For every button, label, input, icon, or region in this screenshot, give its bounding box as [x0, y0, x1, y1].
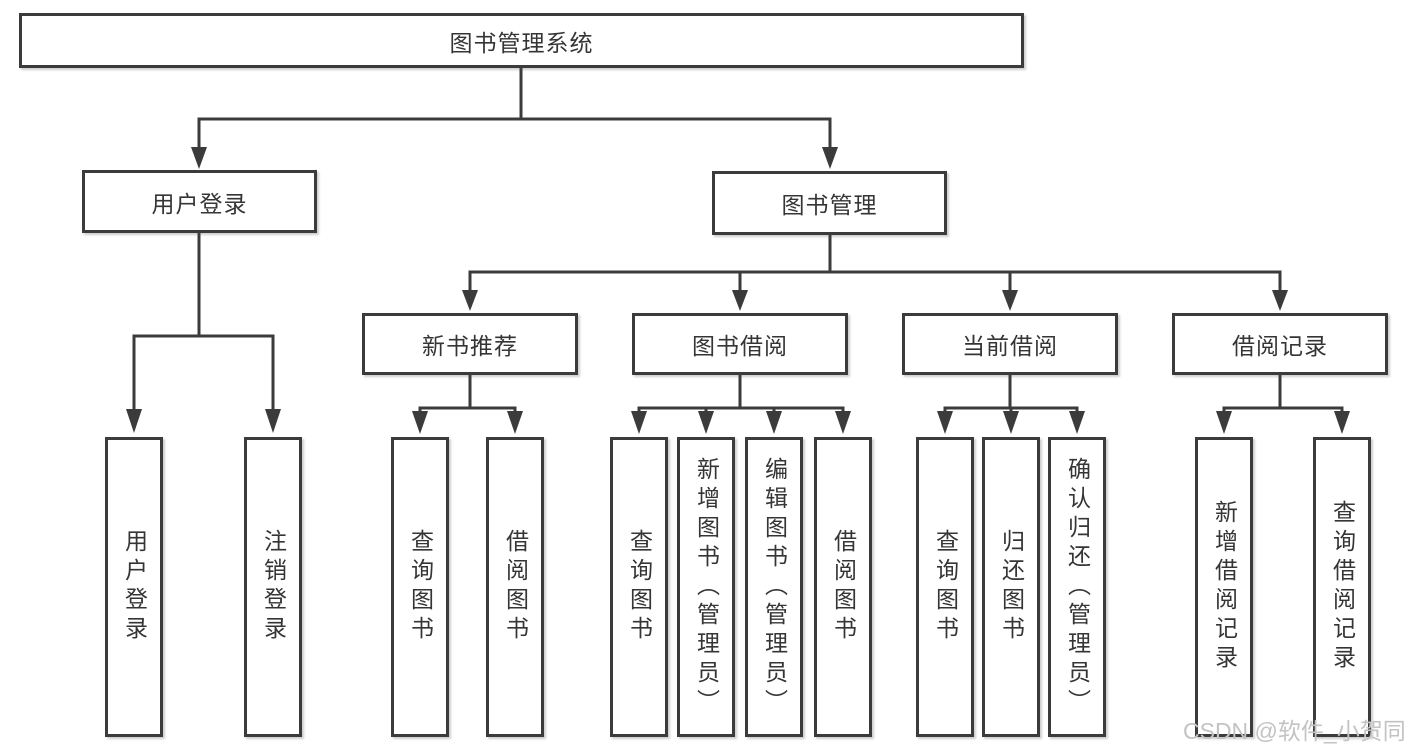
node-borrow-records: 借阅记录 [1172, 313, 1388, 375]
node-book-borrowing: 图书借阅 [632, 313, 848, 375]
node-library-management-system: 图书管理系统 [19, 13, 1024, 68]
node-new-book-recommend: 新书推荐 [362, 313, 578, 375]
node-add-borrow-record: 新增借阅记录 [1195, 437, 1253, 737]
node-query-books-recommend: 查询图书 [391, 437, 449, 737]
node-return-books: 归还图书 [982, 437, 1040, 737]
node-edit-book-admin: 编辑图书（管理员） [745, 437, 803, 737]
node-current-borrowing: 当前借阅 [902, 313, 1118, 375]
node-user-login-leaf: 用户登录 [105, 437, 163, 737]
node-borrow-books-recommend: 借阅图书 [486, 437, 544, 737]
node-logout: 注销登录 [244, 437, 302, 737]
node-user-login-branch: 用户登录 [82, 170, 317, 233]
node-add-book-admin: 新增图书（管理员） [677, 437, 735, 737]
node-borrow-books-leaf: 借阅图书 [814, 437, 872, 737]
watermark: CSDN @软件_小贺同学 [1183, 718, 1405, 744]
node-query-books-current: 查询图书 [916, 437, 974, 737]
node-query-borrow-record: 查询借阅记录 [1313, 437, 1371, 737]
node-query-books-borrowing: 查询图书 [610, 437, 668, 737]
node-book-management: 图书管理 [712, 171, 947, 235]
node-confirm-return-admin: 确认归还（管理员） [1048, 437, 1106, 737]
